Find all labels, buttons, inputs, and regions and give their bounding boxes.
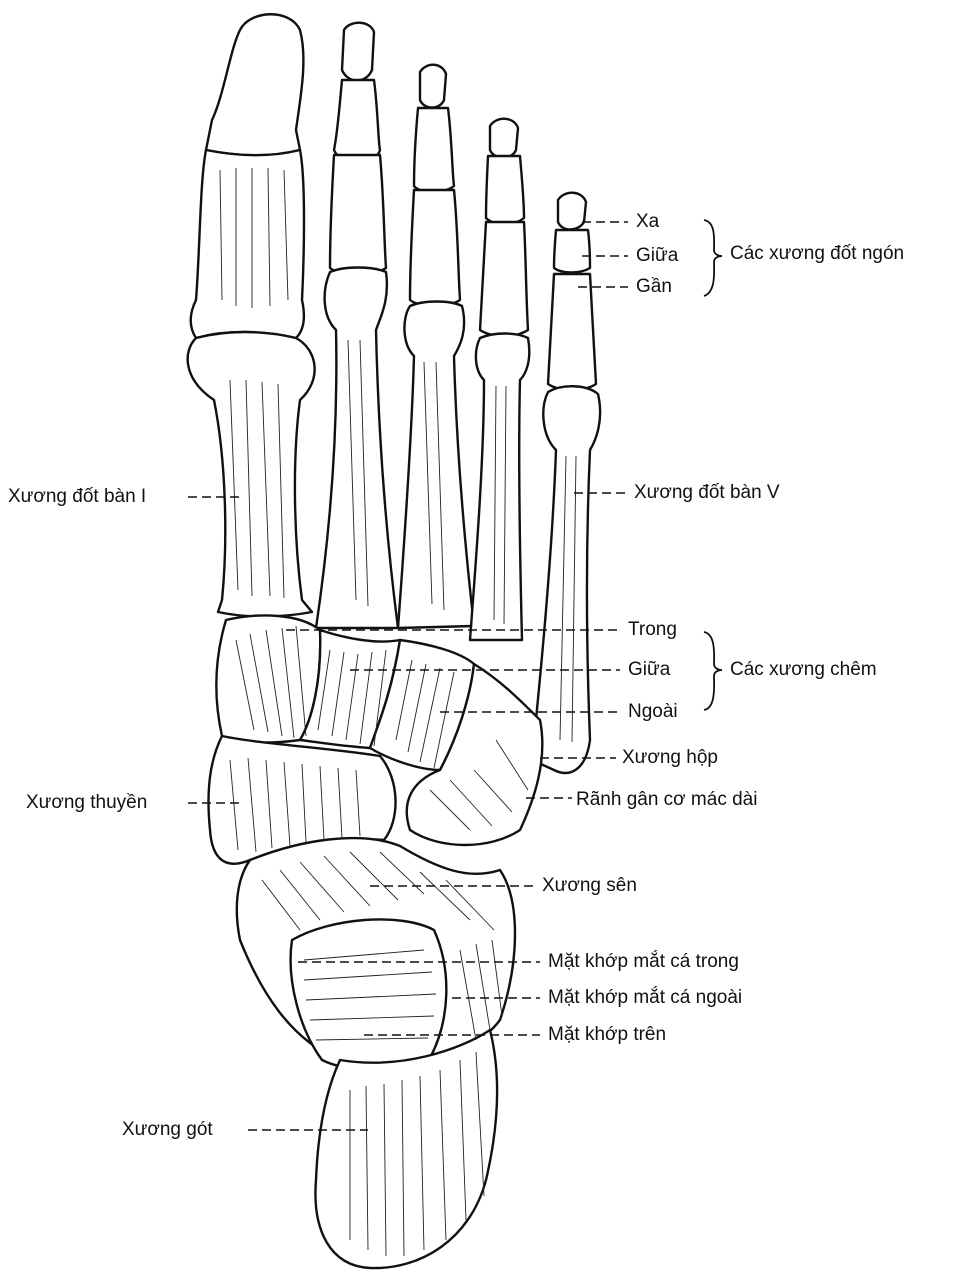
toe-4-bones [470, 119, 529, 640]
label-medial-malleolar-facet: Mặt khớp mắt cá trong [548, 951, 739, 973]
toe-3-bones [398, 65, 474, 628]
label-lateral-malleolar-facet: Mặt khớp mắt cá ngoài [548, 987, 742, 1009]
label-cuneiform-medial: Trong [628, 619, 677, 641]
label-phalanx-distal: Xa [636, 211, 659, 233]
label-superior-facet: Mặt khớp trên [548, 1024, 666, 1046]
label-phalanx-middle: Giữa [636, 245, 678, 267]
cuneiforms-brace [704, 632, 722, 710]
label-phalanx-proximal: Gần [636, 276, 672, 298]
label-metatarsal-1: Xương đốt bàn I [8, 486, 146, 508]
label-navicular: Xương thuyền [26, 792, 147, 814]
calcaneus-bone [315, 1030, 497, 1268]
label-cuneiform-lateral: Ngoài [628, 701, 678, 723]
label-cuneiforms-group: Các xương chêm [730, 659, 877, 681]
toe-2-bones [316, 23, 398, 628]
toe-5-bones [532, 193, 600, 773]
label-phalanges-group: Các xương đốt ngón [730, 243, 904, 265]
label-cuneiform-intermediate: Giữa [628, 659, 670, 681]
toe-1-bones [188, 14, 315, 616]
label-peroneus-groove: Rãnh gân cơ mác dài [576, 789, 757, 811]
label-metatarsal-5: Xương đốt bàn V [634, 482, 780, 504]
talar-trochlea [291, 919, 447, 1068]
phalanges-brace [704, 220, 722, 296]
label-cuboid: Xương hộp [622, 747, 718, 769]
label-talus: Xương sên [542, 875, 637, 897]
label-calcaneus: Xương gót [122, 1119, 213, 1141]
